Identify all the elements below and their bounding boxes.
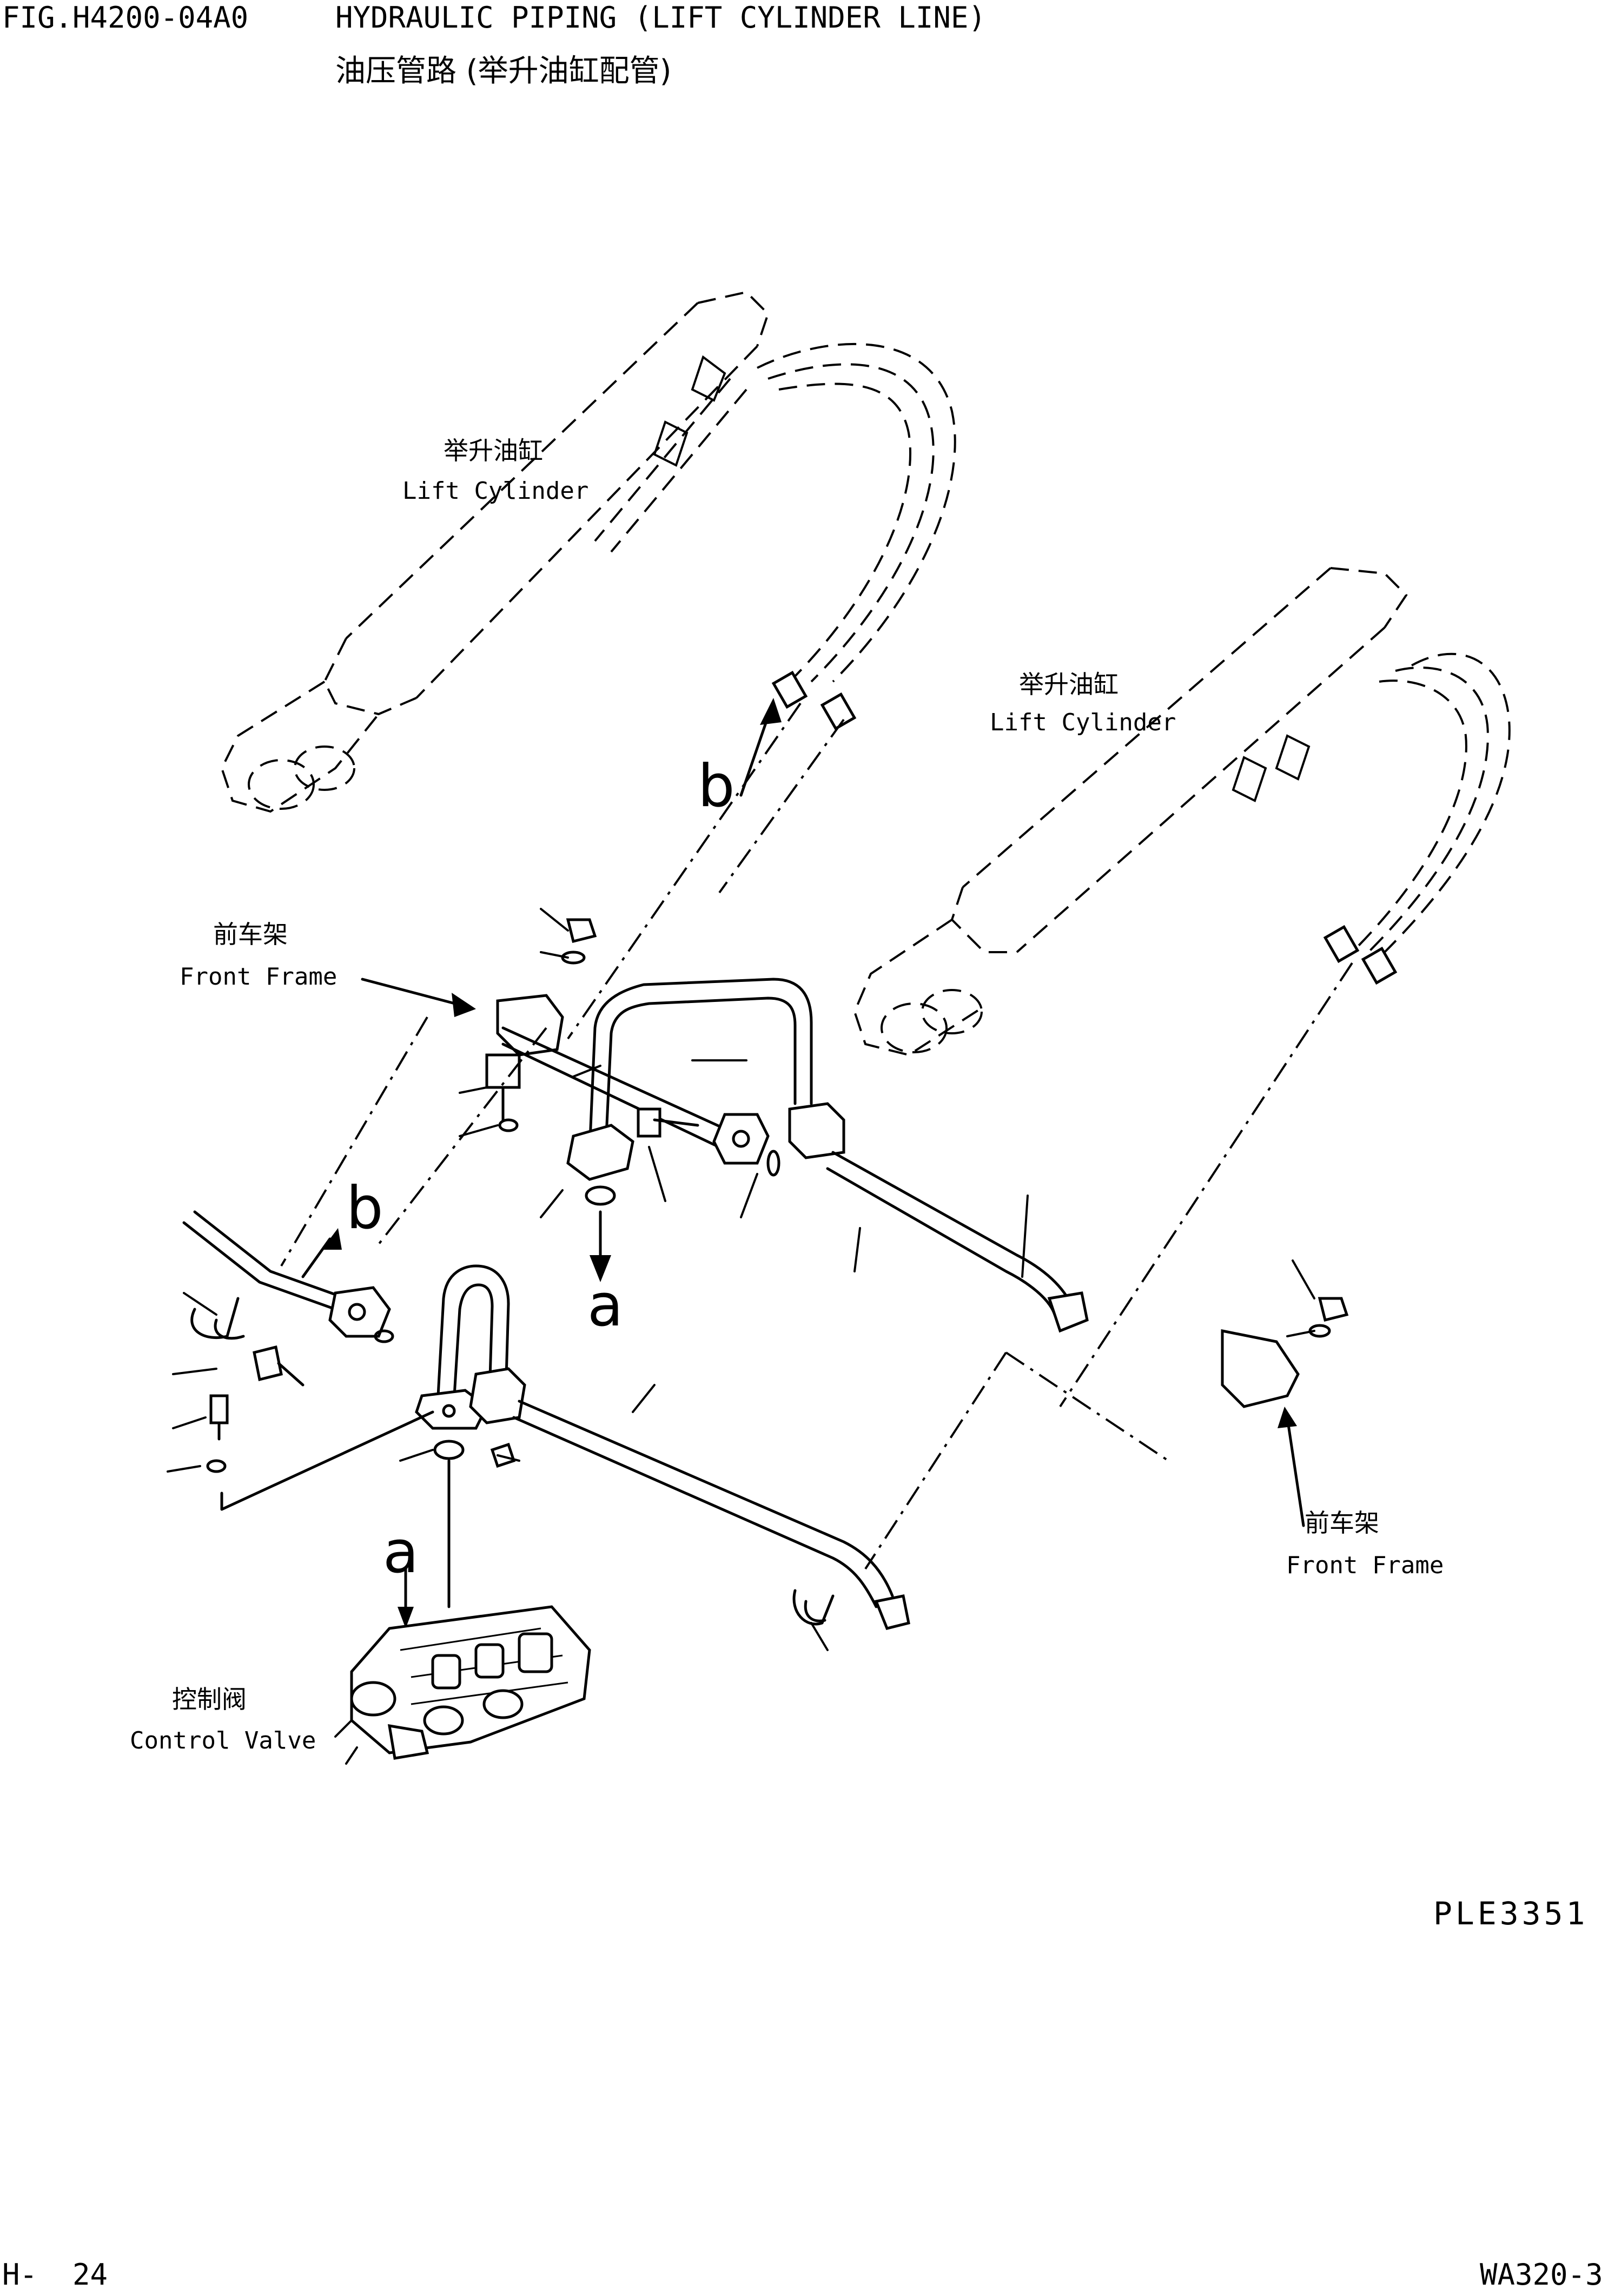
control-valve-label-cn: 控制阀: [172, 1685, 247, 1714]
figure-code: FIG.H4200-04A0: [2, 1, 249, 35]
lift-cylinder-left-drawing: [220, 291, 770, 813]
control-valve-drawing: [334, 1605, 591, 1765]
callout-a-upper: a: [587, 1272, 624, 1340]
control-valve-label-en: Control Valve: [130, 1727, 316, 1754]
upper-piping-assembly: [361, 698, 1089, 1333]
front-frame-left-label-cn: 前车架: [213, 920, 288, 949]
lift-cylinder-right-drawing: [853, 567, 1511, 1408]
lower-piping-assembly: [167, 1016, 910, 1651]
figure-title-cn: 油压管路 (举升油缸配管): [335, 54, 672, 89]
figure-title-en: HYDRAULIC PIPING (LIFT CYLINDER LINE): [335, 1, 986, 35]
model-code: WA320-3: [1480, 2258, 1603, 2292]
callout-b-lower: b: [346, 1175, 383, 1242]
lift-cylinder-right-label-cn: 举升油缸: [1019, 670, 1119, 699]
lift-cylinder-left-label-en: Lift Cylinder: [402, 477, 589, 505]
front-frame-right-label-cn: 前车架: [1305, 1508, 1379, 1538]
drawing-code: PLE3351: [1433, 1895, 1589, 1932]
lift-cylinder-left-hoses: [567, 342, 956, 1040]
front-frame-right-label-en: Front Frame: [1286, 1552, 1444, 1579]
page-number: H- 24: [2, 2258, 108, 2292]
front-frame-right-drawing: [864, 1259, 1349, 1570]
lift-cylinder-left-label-cn: 举升油缸: [444, 436, 543, 465]
callout-b-upper: b: [698, 753, 735, 820]
callout-a-lower: a: [383, 1519, 419, 1586]
front-frame-left-label-en: Front Frame: [180, 963, 338, 991]
lift-cylinder-right-label-en: Lift Cylinder: [990, 709, 1176, 736]
